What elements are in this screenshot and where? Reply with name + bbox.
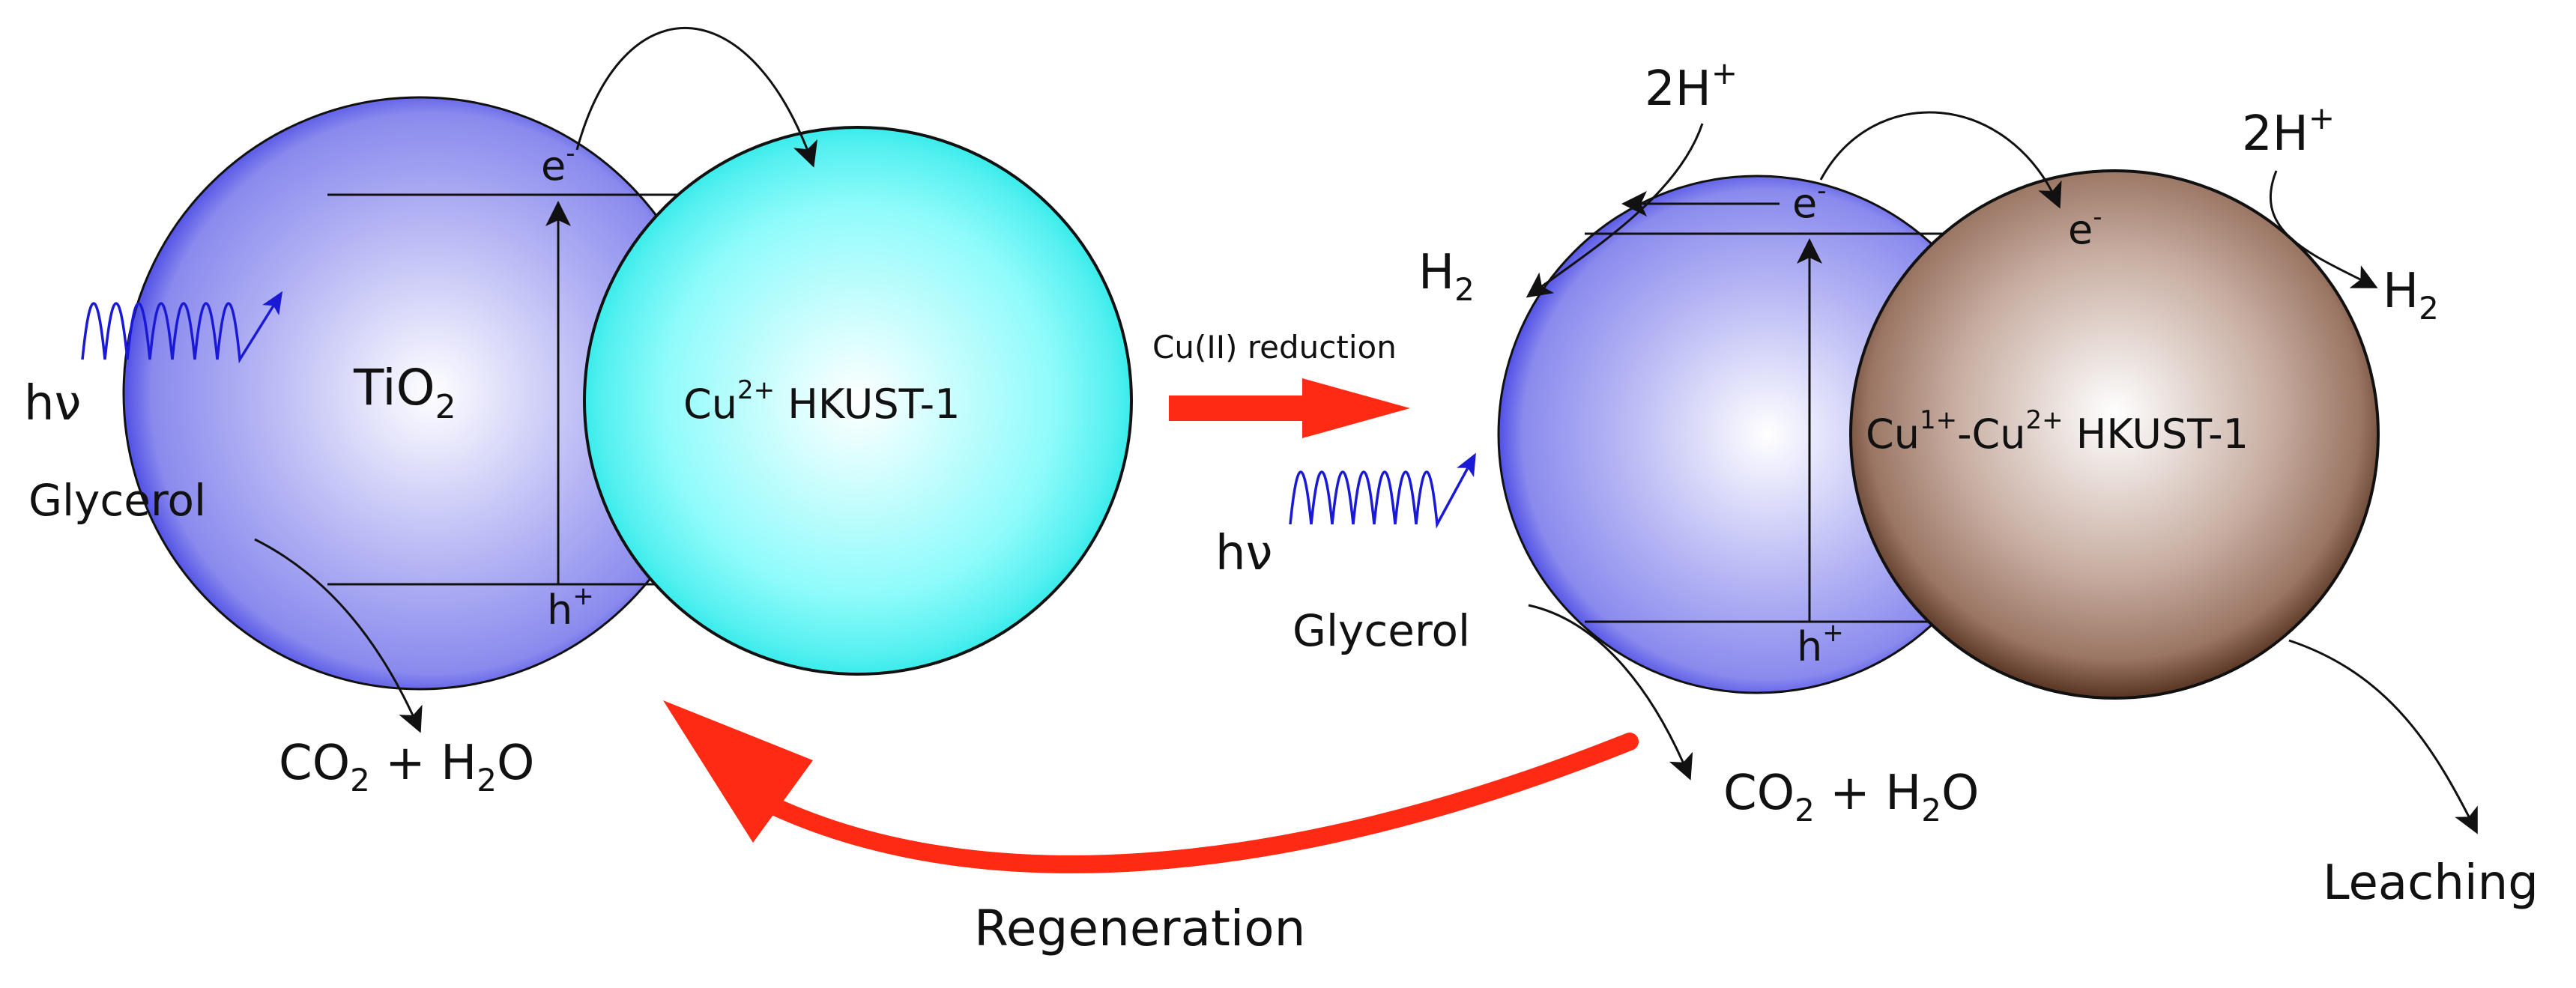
cu2-hkust-label: Cu2+ HKUST-1	[683, 375, 960, 428]
cu-reduction-arrow	[1169, 378, 1410, 438]
reduction-arrow-group: Cu(II) reduction	[1152, 329, 1410, 438]
hole-label-left: h+	[547, 581, 594, 634]
tio2-label-left: TiO2	[353, 359, 456, 426]
cu-reduction-label: Cu(II) reduction	[1152, 329, 1397, 366]
electron-label-left: e-	[541, 139, 575, 190]
cu1-cu2-hkust-sphere	[1849, 169, 2380, 700]
photon-label-left: hν	[24, 376, 81, 431]
electron-transfer-arrow-left	[575, 27, 817, 168]
electron-transfer-arrow-right	[1819, 111, 2062, 209]
glycerol-label-right: Glycerol	[1292, 605, 1470, 656]
photon-wave-right	[1289, 452, 1476, 529]
cu1-cu2-hkust-label: Cu1+-Cu2+ HKUST-1	[1866, 405, 2249, 458]
h2-evolution-arrow-right	[2269, 170, 2378, 288]
cu2-hkust-sphere	[583, 126, 1133, 676]
h2-evolution-arrow-left	[1526, 123, 1704, 298]
regeneration-arrow-shaft	[763, 733, 1639, 873]
left-system: e- h+ TiO2 Cu2+ HKUST-1 hν Glycerol CO2 …	[24, 27, 1133, 798]
regeneration-arrow-head	[663, 700, 813, 843]
proton-label-right-mof: 2H+	[2242, 100, 2335, 162]
electron-label-right-tio2: e-	[1792, 176, 1827, 227]
glycerol-label-left: Glycerol	[28, 475, 206, 526]
regeneration-arrow-group: Regeneration	[663, 700, 1639, 957]
glycerol-oxidation-arrow-right	[1528, 604, 1693, 781]
h2-label-right-tio2: H2	[1418, 245, 1475, 308]
leaching-arrow	[2288, 639, 2478, 834]
photon-label-right: hν	[1215, 526, 1272, 581]
proton-label-right-tio2: 2H+	[1645, 55, 1738, 117]
product-label-right: CO2 + H2O	[1723, 766, 1979, 828]
h2-label-right-mof: H2	[2383, 264, 2439, 327]
regeneration-label: Regeneration	[974, 900, 1305, 957]
leaching-label: Leaching	[2323, 855, 2539, 911]
hole-label-right: h+	[1797, 618, 1844, 670]
product-label-left: CO2 + H2O	[279, 736, 534, 798]
glycerol-oxidation-arrow-left	[254, 538, 423, 733]
electron-label-right-mof: e-	[2068, 202, 2102, 253]
right-system: e- e- h+ Cu1+-Cu2+ HKUST-1 2H+ H2 2H+ H2…	[1215, 55, 2539, 911]
photon-wave-left	[81, 291, 283, 364]
